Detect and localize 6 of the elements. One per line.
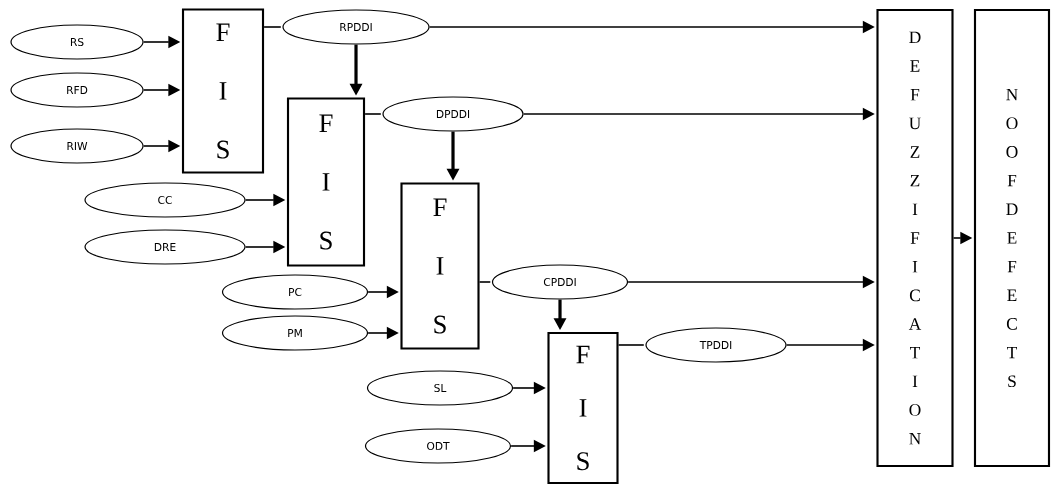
process-box: D E F U Z Z I F I C A T I O N xyxy=(876,8,954,468)
process-box: F I S xyxy=(286,97,366,267)
process-box: F I S xyxy=(400,182,480,350)
process-box: F I S xyxy=(181,8,265,174)
process-box: F I S xyxy=(547,331,619,485)
process-box: N O O F D E F E C T S xyxy=(973,8,1051,468)
